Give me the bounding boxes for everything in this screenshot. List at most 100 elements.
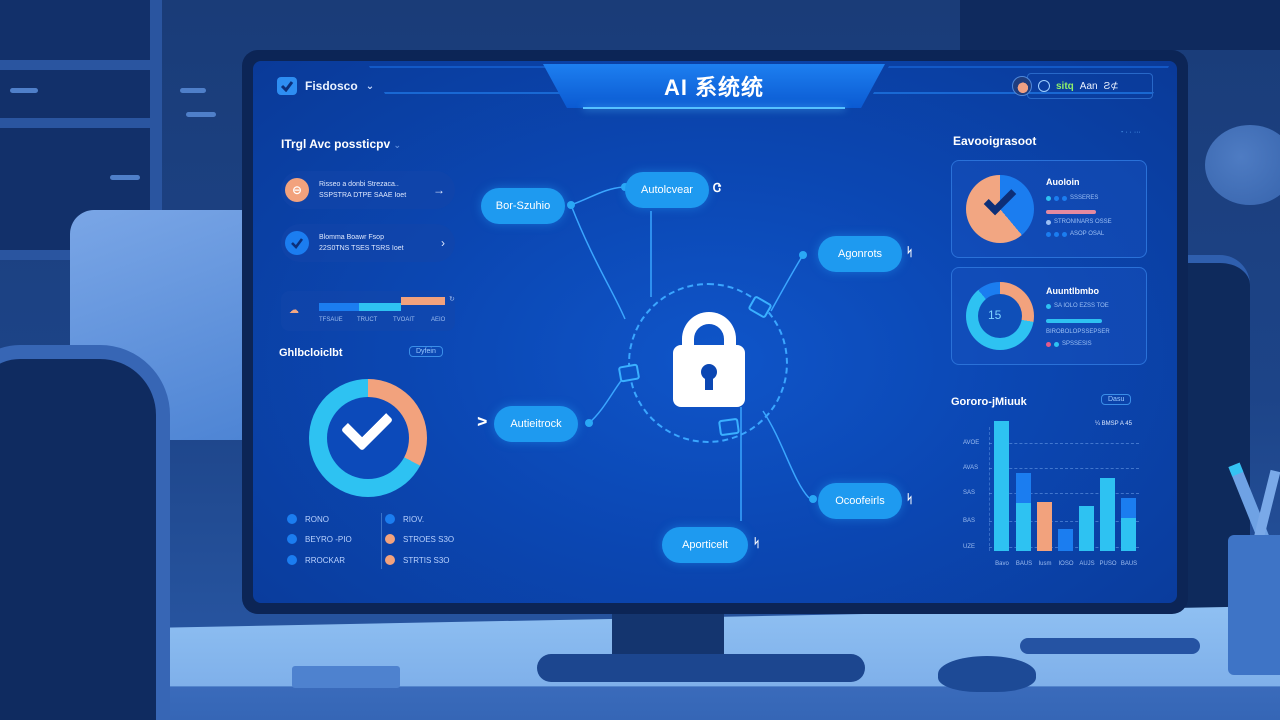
alert-card[interactable]: Blomma Boawr Fsop 22S0TNS TSES TSRS Ioet… [281, 224, 455, 262]
card-line: SPSSESIS [1046, 341, 1092, 347]
external-drive [292, 666, 400, 688]
legend-item: STRTIS S3O [385, 555, 450, 565]
x-tick: PUSO [1099, 561, 1117, 567]
page-title: AI 系统统 [543, 64, 885, 108]
bar[interactable] [1100, 478, 1115, 551]
diagram-node[interactable]: Autieitrock [494, 406, 578, 442]
card-title: Auoloin [1046, 177, 1080, 187]
avatar[interactable] [1012, 76, 1032, 96]
bar[interactable] [1016, 503, 1031, 551]
diagram-node[interactable]: Autolcvear [625, 172, 709, 208]
legend-item: BEYRO -PIO [287, 534, 352, 544]
dashboard-screen: Fisdosco ⌄ AI 系统统 sitq Aan Ƨ⊄ ITrgl Avc … [253, 61, 1177, 603]
progress-segment [359, 303, 401, 311]
shelf-board [0, 60, 150, 70]
x-tick: BAUS [1120, 561, 1138, 567]
shelf-item [110, 175, 140, 180]
status-donut-chart [309, 379, 427, 497]
donut-filter-button[interactable]: Dyfein [409, 346, 443, 357]
status-pie-chart [966, 175, 1034, 243]
shield-icon: ⊖ [285, 178, 309, 202]
donut-center-value: 15 [988, 308, 1002, 322]
x-tick: BAUS [1015, 561, 1033, 567]
diagram-node[interactable]: Bor-Szuhio [481, 188, 565, 224]
shelf-post [150, 0, 162, 210]
node-tag-icon: ᛋ [906, 245, 914, 259]
left-section-title-text: ITrgl Avc possticpv [281, 137, 391, 151]
bar-chart-filter-button[interactable]: Dasu [1101, 394, 1132, 405]
computer-mouse [938, 656, 1036, 692]
clock-icon [1038, 80, 1050, 92]
status-card[interactable]: Auoloin SSSERES STRONINARS OSSE ASOP OSA… [951, 160, 1147, 258]
diagram-node[interactable]: Ocoofeirls [818, 483, 902, 519]
lock-ring [628, 283, 788, 443]
shield-fragment-icon [617, 363, 641, 383]
y-tick: AVOE [963, 440, 980, 446]
alert-card[interactable]: ⊖ Risseo a donbi Strezaca.. SSPSTRA DTPE… [281, 171, 455, 209]
progress-label: AEIO [431, 317, 446, 323]
x-tick: Iusm [1038, 561, 1052, 567]
right-section-title: Eavooigrasoot [953, 134, 1037, 148]
card-line: SSSERES [1046, 195, 1098, 201]
shelf-item [10, 88, 38, 93]
keyhole [705, 374, 713, 390]
bar[interactable] [994, 421, 1009, 551]
user-extra: Ƨ⊄ [1103, 80, 1119, 92]
bar[interactable] [1079, 506, 1094, 551]
node-tag-icon: ᐳ [477, 415, 488, 429]
legend-divider [381, 513, 382, 569]
brand-label: Fisdosco [305, 79, 358, 93]
pen-holder [1228, 535, 1280, 675]
y-tick: AVAS [963, 465, 979, 471]
alert-title: Risseo a donbi Strezaca.. [319, 181, 399, 188]
progress-segment [401, 297, 445, 305]
y-tick: UZE [963, 544, 975, 550]
bar[interactable] [1037, 502, 1052, 551]
card-progress-bar [1046, 319, 1102, 323]
brand-menu[interactable]: Fisdosco ⌄ [277, 77, 374, 95]
chevron-right-icon[interactable]: › [441, 236, 445, 250]
title-glow [583, 107, 845, 109]
wall-globe [1205, 125, 1280, 205]
y-tick: SAS [963, 490, 976, 496]
y-axis [989, 427, 990, 551]
legend-item: STROES S3O [385, 534, 454, 544]
bar-chart-title: Gororo-jMiuuk [951, 396, 1027, 408]
alert-subtitle: 22S0TNS TSES TSRS Ioet [319, 245, 404, 252]
bar-chart: AVOE AVAS SAS BAS UZE Bavo BAUS Iusm IOS… [959, 421, 1147, 573]
diagram-node[interactable]: Agonrots [818, 236, 902, 272]
progress-label: TVOAIT [393, 317, 415, 323]
office-chair-left [0, 345, 170, 720]
card-line: BIROBOLOPSSEPSER [1046, 329, 1110, 335]
alert-title: Blomma Boawr Fsop [319, 234, 384, 241]
x-tick: AUJS [1079, 561, 1095, 567]
cloud-icon: ☁ [289, 305, 299, 316]
refresh-icon: ↻ [449, 296, 455, 303]
user-name: Aan [1079, 80, 1098, 92]
arrow-right-icon[interactable]: → [433, 183, 445, 197]
chevron-down-icon: ⌄ [365, 80, 375, 92]
card-title: Auuntlbmbo [1046, 286, 1099, 296]
bar[interactable] [1121, 518, 1136, 551]
shelf-item [186, 112, 216, 117]
bar[interactable] [1058, 529, 1073, 551]
monitor-stand-neck [612, 612, 724, 656]
node-tag-icon: Ꮳ [713, 181, 722, 195]
progress-card: ☁ ↻ TFSAUE TRUCT TVOAIT AEIO [281, 291, 455, 331]
user-status: sitq [1056, 80, 1074, 92]
status-card[interactable]: 15 Auuntlbmbo SA IOLO EZSS TOE BIROBOLOP… [951, 267, 1147, 365]
bar-legend: ¼ BMSP A 45 [1095, 421, 1132, 427]
status-donut-chart [966, 282, 1034, 350]
check-icon [285, 231, 309, 255]
shelf-board [0, 118, 150, 128]
donut-title: Ghlbcloiclbt [279, 347, 343, 359]
monitor-stand-base [537, 654, 865, 682]
user-status-box[interactable]: sitq Aan Ƨ⊄ [1012, 73, 1153, 99]
shield-fragment-icon [717, 417, 741, 437]
diagram-node[interactable]: Aporticelt [662, 527, 748, 563]
other-monitor-stand [1020, 638, 1200, 654]
window [960, 0, 1280, 50]
shelf-item [180, 88, 206, 93]
card-line: ASOP OSAL [1046, 231, 1104, 237]
node-tag-icon: ᛋ [906, 492, 914, 506]
